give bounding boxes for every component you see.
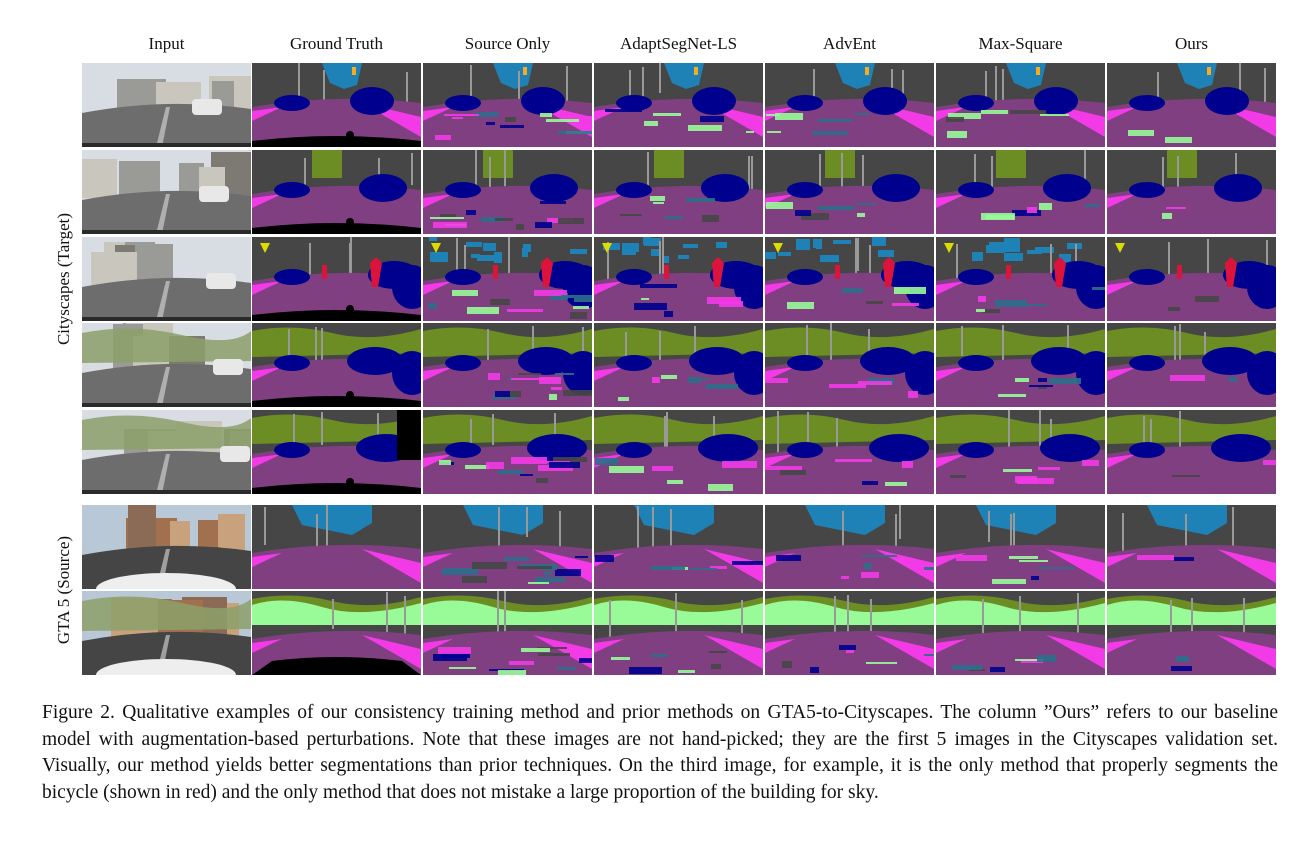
segmentation-ground-truth-row-3 bbox=[252, 237, 421, 321]
segmentation-adaptsegnet-ls-row-4 bbox=[594, 323, 763, 407]
input-image-row-3 bbox=[82, 237, 251, 321]
segmentation-max-square-row-1 bbox=[936, 63, 1105, 147]
segmentation-advent-row-7 bbox=[765, 591, 934, 675]
segmentation-advent-row-5 bbox=[765, 410, 934, 494]
segmentation-advent-row-6 bbox=[765, 505, 934, 589]
segmentation-ground-truth-row-4 bbox=[252, 323, 421, 407]
segmentation-advent-row-3 bbox=[765, 237, 934, 321]
segmentation-source-only-row-5 bbox=[423, 410, 592, 494]
segmentation-max-square-row-7 bbox=[936, 591, 1105, 675]
input-image-row-2 bbox=[82, 150, 251, 234]
segmentation-advent-row-4 bbox=[765, 323, 934, 407]
segmentation-ground-truth-row-7 bbox=[252, 591, 421, 675]
segmentation-ours-row-6 bbox=[1107, 505, 1276, 589]
segmentation-ours-row-4 bbox=[1107, 323, 1276, 407]
input-image-row-7 bbox=[82, 591, 251, 675]
segmentation-source-only-row-6 bbox=[423, 505, 592, 589]
row-group-label-gta-5-source: GTA 5 (Source) bbox=[54, 535, 74, 645]
segmentation-adaptsegnet-ls-row-3 bbox=[594, 237, 763, 321]
segmentation-max-square-row-2 bbox=[936, 150, 1105, 234]
column-header-adaptsegnet-ls: AdaptSegNet-LS bbox=[619, 34, 738, 53]
input-image-row-1 bbox=[82, 63, 251, 147]
segmentation-adaptsegnet-ls-row-6 bbox=[594, 505, 763, 589]
segmentation-ours-row-7 bbox=[1107, 591, 1276, 675]
segmentation-max-square-row-4 bbox=[936, 323, 1105, 407]
input-image-row-5 bbox=[82, 410, 251, 494]
segmentation-ground-truth-row-2 bbox=[252, 150, 421, 234]
segmentation-adaptsegnet-ls-row-2 bbox=[594, 150, 763, 234]
segmentation-ground-truth-row-6 bbox=[252, 505, 421, 589]
segmentation-source-only-row-1 bbox=[423, 63, 592, 147]
column-header-source-only: Source Only bbox=[464, 34, 551, 53]
column-header-max-square: Max-Square bbox=[978, 34, 1063, 53]
segmentation-source-only-row-3 bbox=[423, 237, 592, 321]
segmentation-max-square-row-6 bbox=[936, 505, 1105, 589]
column-header-advent: AdvEnt bbox=[823, 34, 876, 53]
segmentation-source-only-row-2 bbox=[423, 150, 592, 234]
column-header-ground-truth: Ground Truth bbox=[289, 34, 384, 53]
figure-caption: Figure 2. Qualitative examples of our co… bbox=[42, 702, 1278, 803]
segmentation-ours-row-3 bbox=[1107, 237, 1276, 321]
segmentation-ground-truth-row-1 bbox=[252, 63, 421, 147]
segmentation-source-only-row-7 bbox=[423, 591, 592, 675]
segmentation-max-square-row-5 bbox=[936, 410, 1105, 494]
segmentation-ours-row-1 bbox=[1107, 63, 1276, 147]
row-group-label-cityscapes-target: Cityscapes (Target) bbox=[54, 212, 74, 345]
segmentation-adaptsegnet-ls-row-1 bbox=[594, 63, 763, 147]
segmentation-adaptsegnet-ls-row-5 bbox=[594, 410, 763, 494]
segmentation-adaptsegnet-ls-row-7 bbox=[594, 591, 763, 675]
segmentation-source-only-row-4 bbox=[423, 323, 592, 407]
column-header-ours: Ours bbox=[1174, 34, 1209, 53]
segmentation-max-square-row-3 bbox=[936, 237, 1105, 321]
input-image-row-6 bbox=[82, 505, 251, 589]
segmentation-advent-row-2 bbox=[765, 150, 934, 234]
column-header-input: Input bbox=[148, 34, 185, 53]
input-image-row-4 bbox=[82, 323, 251, 407]
segmentation-ours-row-2 bbox=[1107, 150, 1276, 234]
segmentation-advent-row-1 bbox=[765, 63, 934, 147]
segmentation-ground-truth-row-5 bbox=[252, 410, 421, 494]
segmentation-ours-row-5 bbox=[1107, 410, 1276, 494]
